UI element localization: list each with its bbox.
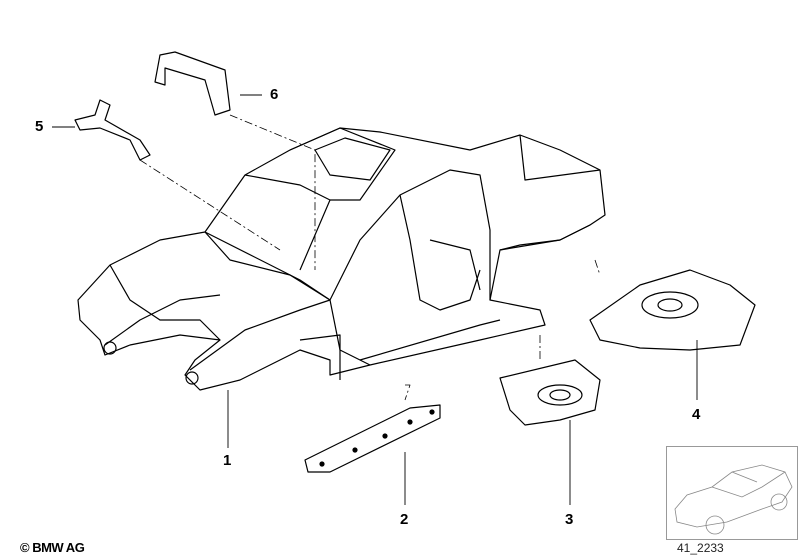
callout-leaders: [52, 94, 698, 505]
illustration-id: 41_2233: [677, 541, 724, 555]
copyright-label: © BMW AG: [20, 540, 85, 555]
callout-6: 6: [270, 86, 279, 103]
part-3-plate: [499, 359, 601, 426]
part-6-bracket: [154, 51, 231, 116]
part-2-holes: [319, 409, 435, 467]
callout-5: 5: [35, 118, 44, 135]
callout-1: 1: [223, 452, 232, 469]
car-body-shell: [77, 127, 606, 391]
part-4-plate: [589, 269, 756, 351]
part-5-bracket: [74, 99, 151, 161]
part-2-strip: [304, 404, 441, 473]
leader-lines: [139, 114, 601, 401]
callout-2: 2: [400, 511, 409, 528]
vehicle-thumbnail: [666, 446, 798, 540]
car-thumbnail-icon: [674, 464, 793, 535]
callout-3: 3: [565, 511, 574, 528]
callout-4: 4: [692, 406, 701, 423]
